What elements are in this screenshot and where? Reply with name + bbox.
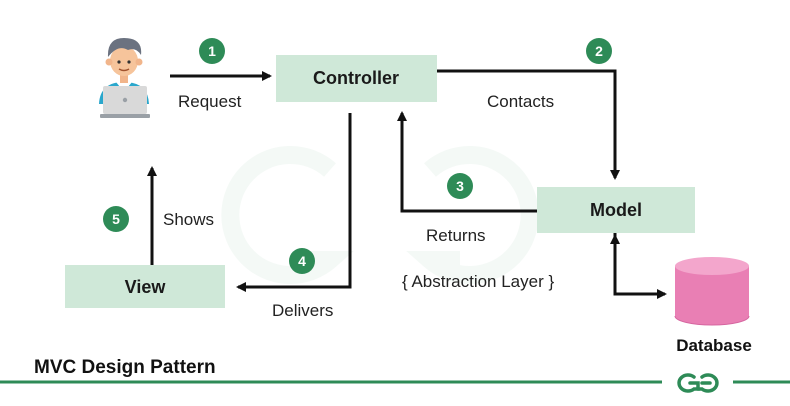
model-database-arrow bbox=[613, 233, 667, 299]
returns-arrow bbox=[397, 111, 537, 213]
contacts-arrow bbox=[437, 69, 620, 180]
controller-node: Controller bbox=[276, 55, 437, 102]
model-node: Model bbox=[537, 187, 695, 233]
database-cylinder-icon bbox=[674, 257, 750, 326]
step-badge-1: 1 bbox=[199, 38, 225, 64]
database-label: Database bbox=[676, 336, 752, 355]
view-label: View bbox=[125, 277, 167, 297]
shows-label: Shows bbox=[163, 210, 214, 229]
user-at-laptop-icon bbox=[99, 38, 150, 118]
delivers-arrow bbox=[236, 113, 352, 292]
contacts-label: Contacts bbox=[487, 92, 554, 111]
step-badge-5: 5 bbox=[103, 206, 129, 232]
step-badge-3: 3 bbox=[447, 173, 473, 199]
model-label: Model bbox=[590, 200, 642, 220]
request-label: Request bbox=[178, 92, 242, 111]
footer-title: MVC Design Pattern bbox=[34, 357, 216, 378]
step-badge-4: 4 bbox=[289, 248, 315, 274]
view-node: View bbox=[65, 265, 225, 308]
svg-text:3: 3 bbox=[456, 178, 464, 194]
delivers-label: Delivers bbox=[272, 301, 333, 320]
abstraction-layer-label: { Abstraction Layer } bbox=[402, 272, 554, 291]
step-badge-2: 2 bbox=[586, 38, 612, 64]
svg-text:1: 1 bbox=[208, 43, 216, 59]
controller-label: Controller bbox=[313, 68, 399, 88]
edges bbox=[147, 69, 667, 299]
returns-label: Returns bbox=[426, 226, 486, 245]
svg-text:4: 4 bbox=[298, 253, 306, 269]
svg-text:2: 2 bbox=[595, 43, 603, 59]
svg-text:5: 5 bbox=[112, 211, 120, 227]
background-watermark bbox=[221, 146, 539, 284]
geeksforgeeks-logo bbox=[677, 373, 719, 393]
